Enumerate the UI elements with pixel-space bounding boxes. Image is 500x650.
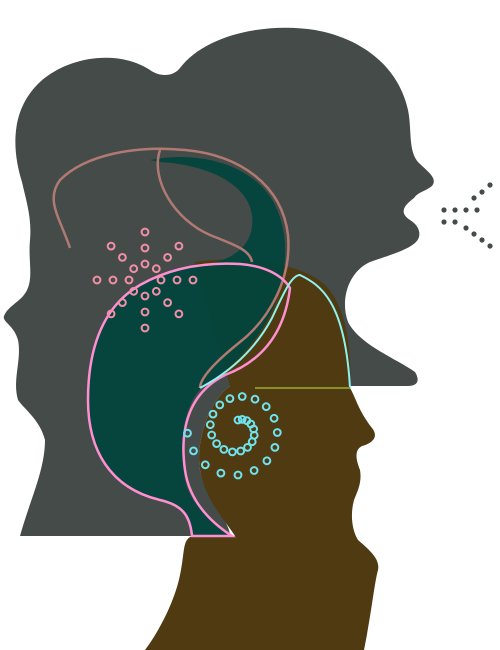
burst-dot: [140, 291, 150, 301]
spiral-dot: [219, 445, 229, 454]
spiral-dot: [270, 443, 280, 452]
spiral-dot: [228, 447, 237, 457]
burst-dot: [106, 241, 116, 251]
spiral-dot: [237, 415, 247, 424]
burst-dot: [140, 243, 150, 253]
rose-outline-ponytail: [156, 149, 254, 263]
spiral-dot: [249, 466, 259, 475]
burst-dot: [140, 259, 150, 269]
spiral-dot: [215, 400, 225, 410]
rose-outline-brain: [52, 147, 290, 389]
burst-dot: [129, 286, 139, 296]
cyan-outline: [199, 273, 351, 389]
burst-dot: [174, 309, 184, 319]
burst-dot: [140, 323, 150, 333]
pink-outline-brain: [86, 262, 292, 538]
speech-dot: [452, 207, 458, 213]
burst-dot: [118, 253, 127, 262]
spiral-dot: [233, 415, 243, 425]
spiral-dot: [205, 420, 215, 430]
spiral-dot: [208, 409, 218, 419]
burst-dot: [92, 275, 102, 285]
spiral-dot: [250, 394, 260, 404]
spiral-dot: [262, 456, 272, 466]
burst-dot: [188, 275, 198, 285]
burst-dot: [151, 264, 161, 274]
spiral-dot: [261, 402, 271, 412]
spiral-dot: [237, 392, 247, 401]
burst-dot: [163, 298, 173, 308]
spiral-dot: [272, 428, 282, 437]
burst-dot: [118, 298, 127, 308]
speech-dot: [471, 231, 477, 237]
speech-dot: [487, 182, 493, 188]
burst-dot: [140, 307, 150, 317]
speech-dot: [463, 225, 469, 231]
burst-dot: [151, 286, 161, 296]
spiral-dot: [189, 446, 198, 456]
spiral-dot: [236, 446, 246, 456]
speech-dot: [452, 219, 458, 225]
spiral-dot: [200, 460, 210, 470]
spiral-dot: [243, 443, 252, 452]
spiral-dot: [247, 437, 257, 447]
spiral-dot: [269, 413, 279, 423]
speech-dot: [441, 219, 447, 225]
speech-dot: [463, 207, 469, 213]
burst-dot: [140, 227, 150, 237]
speech-dots-icon: [441, 182, 493, 249]
speech-dot: [479, 189, 485, 195]
teal-mind-region: [88, 157, 286, 536]
spiral-dots-icon: [183, 392, 282, 480]
speech-dot: [479, 237, 485, 243]
spiral-dot: [207, 430, 217, 440]
speech-dot: [487, 243, 493, 249]
spiral-dot: [233, 470, 243, 480]
child-head-silhouette: [145, 259, 379, 650]
burst-dot: [129, 264, 139, 274]
speech-dot: [474, 207, 480, 213]
spiral-dot: [216, 468, 226, 478]
spiral-dot: [183, 428, 192, 438]
burst-dot: [174, 241, 184, 251]
burst-dot: [108, 275, 118, 285]
spiral-dot: [225, 394, 235, 404]
burst-dot: [172, 275, 182, 285]
burst-dot: [124, 275, 134, 285]
speech-dot: [471, 195, 477, 201]
starburst-dots-icon: [92, 227, 198, 333]
burst-dot: [106, 309, 116, 319]
spiral-dot: [212, 439, 222, 449]
burst-dot: [156, 275, 166, 285]
burst-dot: [163, 253, 173, 262]
speech-dot: [441, 207, 447, 213]
